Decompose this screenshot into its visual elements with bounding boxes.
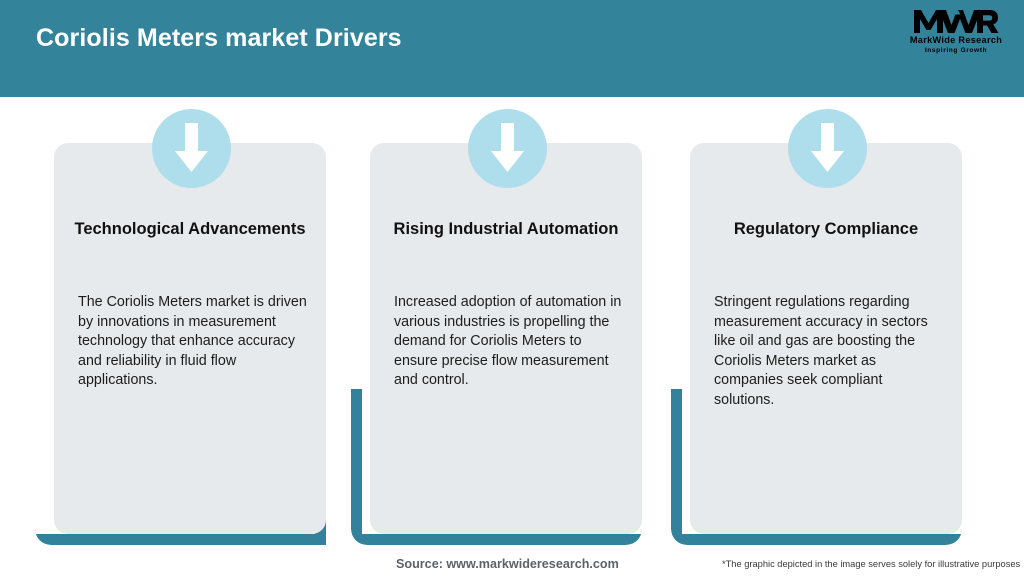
- card-body-text: Increased adoption of automation in vari…: [394, 294, 622, 388]
- disclaimer-note: *The graphic depicted in the image serve…: [722, 559, 1021, 569]
- card-title: Regulatory Compliance: [733, 220, 919, 238]
- card-title: Technological Advancements: [74, 220, 306, 238]
- logo-company-name: MarkWide Research: [909, 35, 1003, 45]
- card-title: Rising Industrial Automation: [393, 220, 619, 238]
- card-surface: Regulatory Compliance Stringent regulati…: [690, 109, 962, 534]
- down-arrow-icon: [152, 109, 231, 188]
- driver-card-3[interactable]: Regulatory Compliance Stringent regulati…: [671, 109, 962, 545]
- drivers-card-group: Technological Advancements The Coriolis …: [0, 97, 1024, 547]
- source-label: Source: www.markwideresearch.com: [396, 557, 619, 571]
- card-surface: Rising Industrial Automation Increased a…: [370, 109, 642, 534]
- mwr-monogram-icon: [902, 8, 1010, 34]
- driver-card-1[interactable]: Technological Advancements The Coriolis …: [35, 109, 326, 545]
- card-surface: Technological Advancements The Coriolis …: [54, 109, 326, 534]
- logo-tagline: Inspiring Growth: [924, 47, 988, 54]
- page-header: Coriolis Meters market Drivers MarkWide …: [0, 0, 1024, 97]
- down-arrow-icon: [468, 109, 547, 188]
- page-title: Coriolis Meters market Drivers: [36, 24, 402, 52]
- card-body-text: Stringent regulations regarding measurem…: [714, 294, 928, 408]
- brand-logo: MarkWide Research Inspiring Growth: [902, 8, 1010, 58]
- driver-card-2[interactable]: Rising Industrial Automation Increased a…: [351, 109, 642, 545]
- card-body-text: The Coriolis Meters market is driven by …: [78, 294, 307, 388]
- down-arrow-icon: [788, 109, 867, 188]
